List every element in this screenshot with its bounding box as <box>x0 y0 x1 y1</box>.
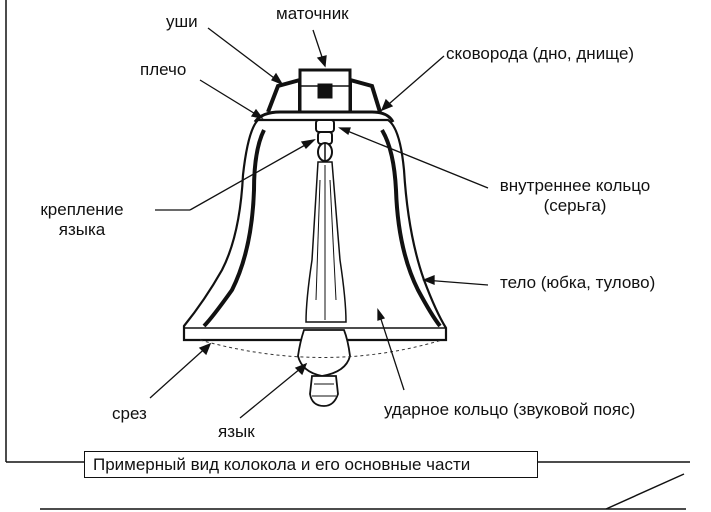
label-canon: маточник <box>276 4 349 23</box>
label-clapper: язык <box>218 422 255 441</box>
label-shoulder: плечо <box>140 60 187 79</box>
leader-lines <box>149 27 489 419</box>
label-sound-bow: ударное кольцо (звуковой пояс) <box>384 400 636 419</box>
label-clapper-attachment: крепление языка <box>30 200 134 240</box>
label-lip: срез <box>112 404 147 423</box>
label-ears: уши <box>166 12 198 31</box>
label-clapper-attachment-line2: языка <box>58 220 106 239</box>
bell-wall-right <box>380 128 442 328</box>
label-body: тело (юбка, тулово) <box>500 273 656 292</box>
bell-wall-left <box>202 129 266 328</box>
label-inner-ring-line2: (серьга) <box>543 196 607 215</box>
strike-arc <box>199 339 443 358</box>
caption: Примерный вид колокола и его основные ча… <box>93 455 471 474</box>
clapper <box>297 161 351 407</box>
label-inner-ring-line1: внутреннее кольцо <box>499 176 651 195</box>
bell-crown <box>266 68 382 114</box>
clapper-attachment <box>315 119 335 162</box>
label-clapper-attachment-line1: крепление <box>40 200 124 219</box>
label-inner-ring: внутреннее кольцо (серьга) <box>490 176 660 216</box>
caption-box: Примерный вид колокола и его основные ча… <box>84 451 538 478</box>
frame <box>5 0 690 510</box>
label-crown-plate: сковорода (дно, днище) <box>446 44 635 63</box>
